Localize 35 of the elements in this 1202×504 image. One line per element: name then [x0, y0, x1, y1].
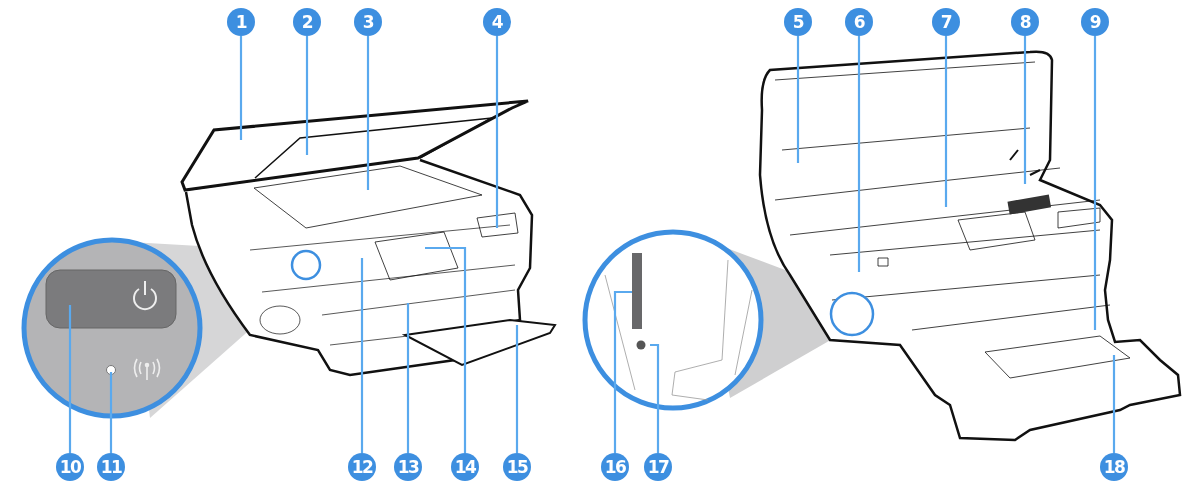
callout-number: 6: [845, 8, 873, 36]
callout-number: 4: [483, 8, 511, 36]
callout-number: 5: [784, 8, 812, 36]
leader-line: [613, 290, 632, 453]
leader-line: [68, 305, 72, 453]
leader-line: [857, 36, 861, 272]
callout-number: 8: [1011, 8, 1039, 36]
leader-line: [366, 36, 370, 190]
leader-line: [305, 36, 309, 155]
leader-line: [796, 36, 800, 163]
leader-line: [650, 343, 660, 453]
leader-line: [515, 325, 519, 453]
callout-number: 10: [56, 453, 84, 481]
callout-number: 13: [394, 453, 422, 481]
callout-number: 17: [644, 453, 672, 481]
leader-line: [109, 372, 113, 453]
callout-number: 16: [601, 453, 629, 481]
callout-number: 15: [503, 453, 531, 481]
callout-number: 3: [354, 8, 382, 36]
leader-line: [239, 36, 243, 140]
callout-number: 9: [1081, 8, 1109, 36]
leader-line: [495, 36, 499, 228]
callout-number: 2: [293, 8, 321, 36]
callout-number: 11: [97, 453, 125, 481]
leader-line: [360, 258, 364, 453]
leader-line: [425, 246, 467, 453]
leader-line: [406, 303, 410, 453]
leader-line: [1023, 36, 1027, 184]
callout-number: 7: [932, 8, 960, 36]
callout-number: 1: [227, 8, 255, 36]
callout-number: 12: [348, 453, 376, 481]
callout-number: 18: [1100, 453, 1128, 481]
callout-number: 14: [451, 453, 479, 481]
leader-line: [1093, 36, 1097, 330]
leader-line: [1112, 355, 1116, 453]
